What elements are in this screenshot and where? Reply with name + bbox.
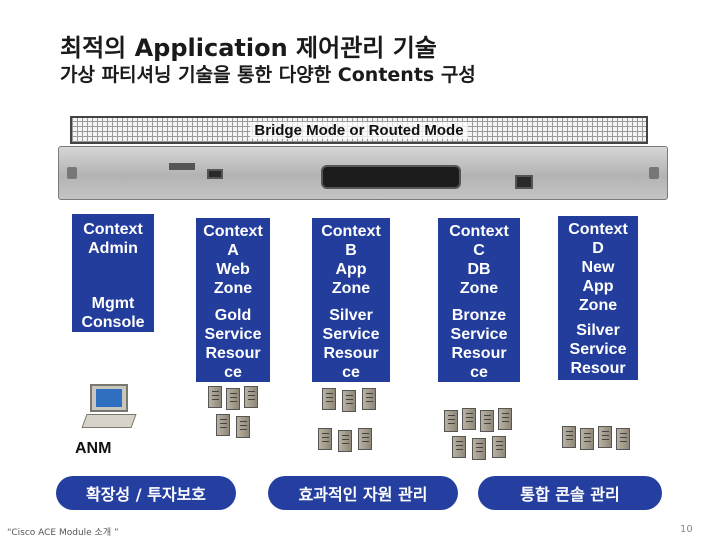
context-d-head-3: New [558, 258, 638, 277]
page-subtitle: 가상 파티셔닝 기술을 통한 다양한 Contents 구성 [60, 60, 476, 87]
context-c: Context C DB Zone Bronze Service Resour … [438, 218, 520, 382]
context-c-svc-4: ce [438, 363, 520, 382]
context-c-svc-5: 5% [438, 382, 520, 401]
context-d: Context D New App Zone Silver Service Re… [558, 216, 638, 380]
context-admin: Context Admin Mgmt Console [72, 214, 154, 332]
context-d-head-4: App [558, 277, 638, 296]
context-a-head-3: Web [196, 260, 270, 279]
server-icon [216, 414, 230, 436]
context-b-svc-3: Resour [312, 344, 390, 363]
context-d-svc-1: Silver [558, 321, 638, 340]
context-c-head-1: Context [438, 222, 520, 241]
footer-caption: “Cisco ACE Module 소개 ” [7, 525, 119, 538]
context-d-head-5: Zone [558, 296, 638, 315]
context-a: Context A Web Zone Gold Service Resour c… [196, 218, 270, 382]
context-d-svc-2: Service [558, 340, 638, 359]
server-icon [492, 436, 506, 458]
page-number: 10 [680, 524, 693, 535]
server-icon [342, 390, 356, 412]
ace-module-image [58, 146, 668, 200]
module-blank-plate [321, 165, 461, 189]
server-icon [580, 428, 594, 450]
benefit-scalability: 확장성 / 투자보호 [56, 476, 236, 510]
context-c-svc-1: Bronze [438, 306, 520, 325]
context-a-svc-4: ce [196, 363, 270, 382]
server-icon [498, 408, 512, 430]
usb-port-icon [207, 169, 223, 179]
context-d-head-2: D [558, 239, 638, 258]
server-icon [236, 416, 250, 438]
server-icon [452, 436, 466, 458]
context-c-head-2: C [438, 241, 520, 260]
mode-bar-label: Bridge Mode or Routed Mode [250, 122, 467, 139]
context-a-svc-2: Service [196, 325, 270, 344]
context-admin-svc-1: Mgmt [72, 294, 154, 313]
context-a-head-4: Zone [196, 279, 270, 298]
server-icon [208, 386, 222, 408]
context-b-svc-2: Service [312, 325, 390, 344]
workstation-icon [84, 384, 140, 430]
context-b-head-1: Context [312, 222, 390, 241]
module-screw-right-icon [649, 167, 659, 179]
context-b-svc-4: ce [312, 363, 390, 382]
server-icon [472, 438, 486, 460]
context-c-svc-3: Resour [438, 344, 520, 363]
context-d-head-1: Context [558, 220, 638, 239]
benefit-resource-management: 효과적인 자원 관리 [268, 476, 458, 510]
context-d-svc-4: ce [558, 378, 638, 397]
server-icon [598, 426, 612, 448]
server-icon [244, 386, 258, 408]
server-icon [444, 410, 458, 432]
context-admin-head-1: Context [72, 220, 154, 239]
context-d-svc-5: 10% [558, 397, 638, 416]
context-b-head-4: Zone [312, 279, 390, 298]
context-admin-svc-2: Console [72, 313, 154, 332]
anm-label: ANM [75, 440, 111, 458]
server-icon [616, 428, 630, 450]
server-icon [462, 408, 476, 430]
context-a-head-1: Context [196, 222, 270, 241]
context-c-head-3: DB [438, 260, 520, 279]
context-d-svc-3: Resour [558, 359, 638, 378]
server-icon [358, 428, 372, 450]
context-a-svc-3: Resour [196, 344, 270, 363]
server-icon [362, 388, 376, 410]
context-b-head-2: B [312, 241, 390, 260]
context-admin-head-2: Admin [72, 239, 154, 258]
monitor-icon [90, 384, 128, 412]
benefit-console-management: 통합 콘솔 관리 [478, 476, 662, 510]
context-b: Context B App Zone Silver Service Resour… [312, 218, 390, 382]
page-title: 최적의 Application 제어관리 기술 [60, 28, 437, 63]
server-icon [318, 428, 332, 450]
context-b-svc-1: Silver [312, 306, 390, 325]
server-icon [480, 410, 494, 432]
context-a-head-2: A [196, 241, 270, 260]
keyboard-icon [81, 414, 136, 428]
module-screw-left-icon [67, 167, 77, 179]
server-icon [338, 430, 352, 452]
context-b-head-3: App [312, 260, 390, 279]
context-a-svc-1: Gold [196, 306, 270, 325]
mode-bar: Bridge Mode or Routed Mode [70, 116, 648, 144]
server-icon [322, 388, 336, 410]
context-c-svc-2: Service [438, 325, 520, 344]
server-icon [226, 388, 240, 410]
server-icon [562, 426, 576, 448]
status-led-icon [169, 163, 195, 170]
ethernet-port-icon [515, 175, 533, 189]
context-c-head-4: Zone [438, 279, 520, 298]
